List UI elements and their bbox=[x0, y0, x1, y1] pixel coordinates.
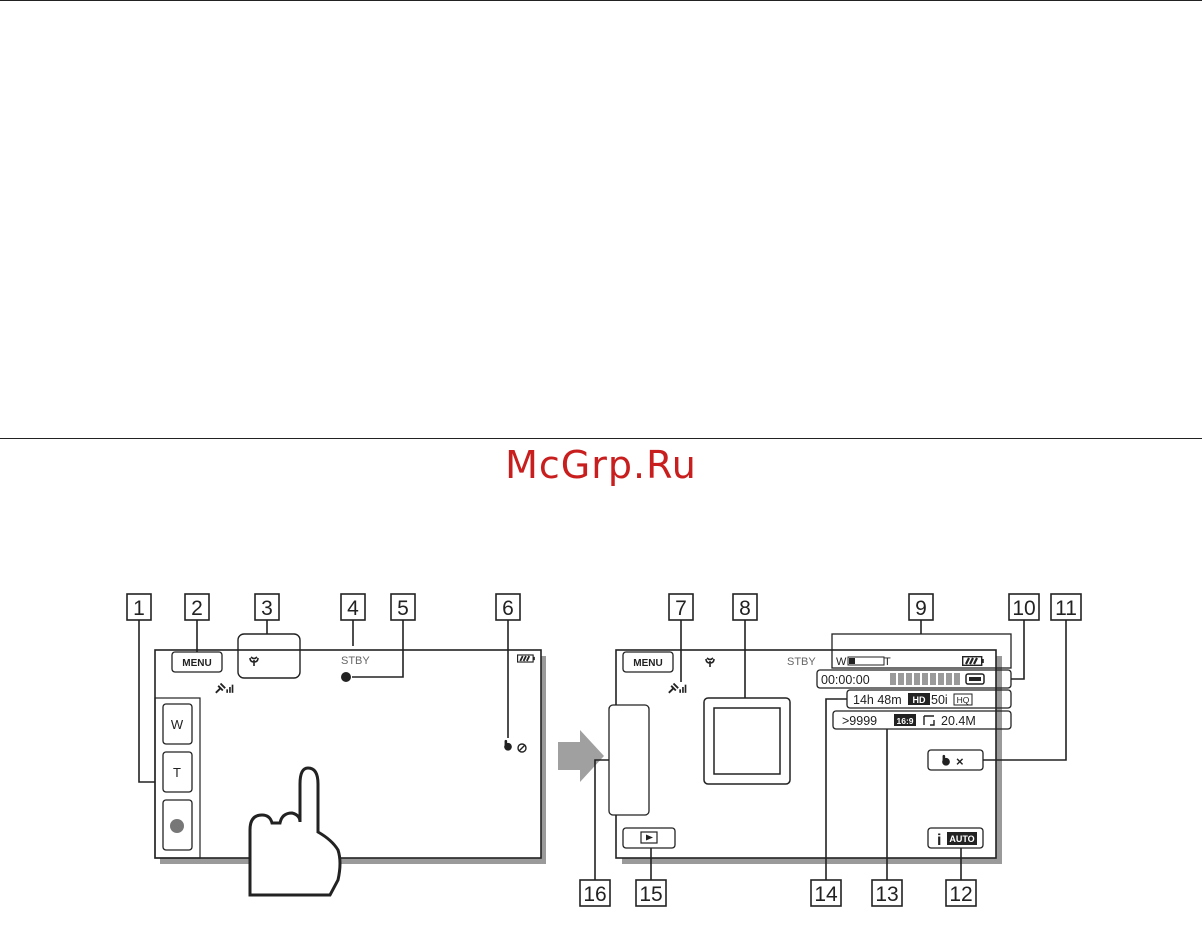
menu-button-label: MENU bbox=[182, 658, 211, 669]
svg-text:AUTO: AUTO bbox=[949, 834, 974, 844]
callout-7: 7 bbox=[669, 594, 693, 620]
zoom-tele-button[interactable]: T bbox=[163, 752, 192, 792]
touch-cancel-button[interactable]: × bbox=[928, 750, 983, 770]
callout-3: 3 bbox=[255, 594, 279, 620]
side-panel-area[interactable] bbox=[609, 705, 649, 815]
callout-16: 16 bbox=[580, 880, 610, 906]
svg-text:13: 13 bbox=[875, 883, 898, 906]
zoom-wide-indicator: W bbox=[836, 656, 847, 668]
svg-text:11: 11 bbox=[1055, 597, 1077, 620]
callout-6: 6 bbox=[496, 594, 520, 620]
aspect-ratio-label: 16:9 bbox=[896, 716, 913, 726]
playback-button[interactable] bbox=[623, 828, 675, 848]
audio-level-meter bbox=[890, 673, 960, 685]
svg-text:12: 12 bbox=[949, 883, 972, 906]
menu-button[interactable]: MENU bbox=[172, 652, 222, 672]
time-counter: 00:00:00 bbox=[821, 673, 870, 687]
svg-text:2: 2 bbox=[191, 597, 203, 620]
svg-text:15: 15 bbox=[639, 883, 662, 906]
svg-text:7: 7 bbox=[675, 597, 687, 620]
record-start-button[interactable] bbox=[163, 800, 192, 850]
zoom-wide-button[interactable]: W bbox=[163, 704, 192, 744]
callout-10: 10 bbox=[1009, 594, 1039, 620]
recording-status: STBY bbox=[341, 655, 370, 667]
photo-count: >9999 bbox=[842, 714, 877, 728]
callout-5: 5 bbox=[391, 594, 415, 620]
svg-text:9: 9 bbox=[915, 597, 927, 620]
callout-15: 15 bbox=[636, 880, 666, 906]
callout-11: 11 bbox=[1051, 594, 1081, 620]
frame-rate: 50i bbox=[931, 693, 948, 707]
svg-text:×: × bbox=[956, 754, 964, 769]
svg-text:5: 5 bbox=[397, 597, 409, 620]
svg-text:8: 8 bbox=[739, 597, 751, 620]
sd-card-recording-icon bbox=[341, 672, 351, 682]
callout-13: 13 bbox=[872, 880, 902, 906]
record-icon bbox=[170, 819, 184, 833]
quality-label: HQ bbox=[957, 695, 970, 705]
photo-size: 20.4M bbox=[941, 714, 976, 728]
callout-8: 8 bbox=[733, 594, 757, 620]
recording-status-right: STBY bbox=[787, 656, 816, 668]
remaining-time: 14h 48m bbox=[853, 693, 902, 707]
zoom-tele-indicator: T bbox=[884, 656, 891, 668]
svg-text:3: 3 bbox=[261, 597, 273, 620]
callout-4: 4 bbox=[341, 594, 365, 620]
svg-text:10: 10 bbox=[1012, 597, 1035, 620]
callout-14: 14 bbox=[811, 880, 841, 906]
svg-text:4: 4 bbox=[347, 597, 359, 620]
left-screen: MENU STBY W T bbox=[155, 634, 546, 895]
hd-format-label: HD bbox=[913, 695, 926, 705]
menu-button-right-label: MENU bbox=[633, 658, 662, 669]
svg-text:6: 6 bbox=[502, 597, 514, 620]
right-screen: MENU STBY W T 00:00:00 14h 48m HD 50i HQ bbox=[609, 634, 1011, 864]
zoom-wide-label: W bbox=[171, 717, 184, 732]
svg-text:14: 14 bbox=[814, 883, 838, 906]
intelligent-auto-button[interactable]: i AUTO bbox=[928, 828, 983, 849]
svg-text:i: i bbox=[937, 832, 941, 849]
callout-12: 12 bbox=[946, 880, 976, 906]
zoom-tele-label: T bbox=[173, 765, 181, 780]
svg-text:1: 1 bbox=[133, 597, 145, 620]
transition-arrow bbox=[558, 730, 604, 782]
callout-1: 1 bbox=[127, 594, 151, 620]
menu-button-right[interactable]: MENU bbox=[623, 652, 673, 672]
callout-9: 9 bbox=[909, 594, 933, 620]
svg-text:16: 16 bbox=[583, 883, 606, 906]
zoom-bar-level bbox=[849, 658, 855, 664]
callout-2: 2 bbox=[185, 594, 209, 620]
